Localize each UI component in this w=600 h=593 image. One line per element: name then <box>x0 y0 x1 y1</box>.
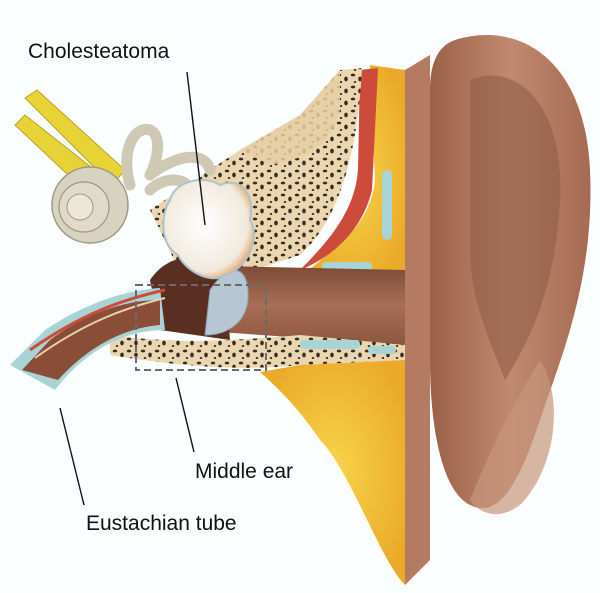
cochlea <box>51 166 129 244</box>
auricle <box>430 35 591 515</box>
middle-ear-leader-line <box>175 377 195 453</box>
cholesteatoma-leader-line <box>186 71 206 226</box>
lower-fat <box>260 360 405 585</box>
eustachian-tube <box>10 288 166 390</box>
label-middle-ear: Middle ear <box>195 460 294 483</box>
cholesteatoma-mass <box>162 179 255 280</box>
upper-tissue-wall <box>300 65 405 278</box>
middle-ear-dashed-box <box>135 284 267 371</box>
eustachian-tube-leader-line <box>59 407 85 506</box>
label-eustachian-tube: Eustachian tube <box>86 512 237 535</box>
label-cholesteatoma: Cholesteatoma <box>28 40 170 63</box>
skin-cut-edge <box>405 55 430 585</box>
